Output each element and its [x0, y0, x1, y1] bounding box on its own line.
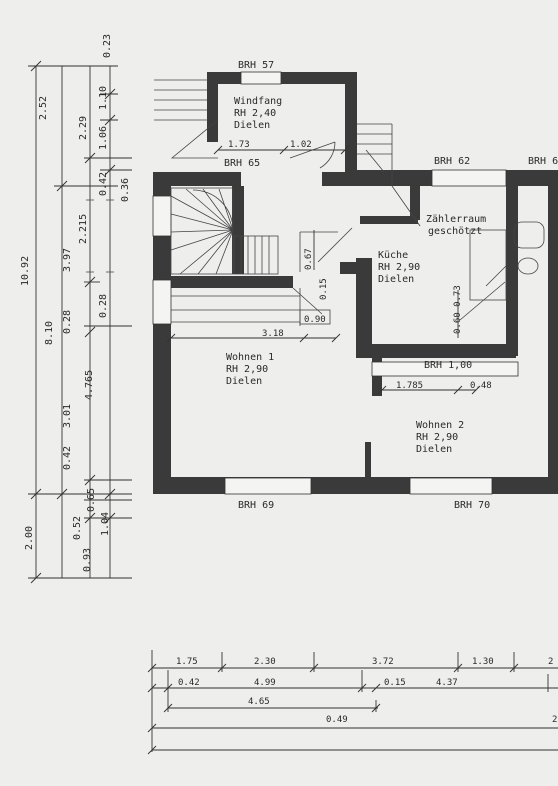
dim-a252: 2.52 [38, 96, 49, 120]
walls [153, 72, 558, 494]
dim-b028: 0.28 [62, 310, 73, 334]
dim-048: 0.48 [470, 381, 492, 391]
bdim-130: 1.30 [472, 657, 494, 667]
bdim-499: 4.99 [254, 678, 276, 688]
wohnen1-floor: Dielen [226, 376, 262, 387]
brh-65: BRH 65 [224, 158, 260, 169]
dim-1785: 1.785 [396, 381, 423, 391]
bdim-042: 0.42 [178, 678, 200, 688]
wohnen1-name: Wohnen 1 [226, 352, 274, 363]
wohnen2-floor: Dielen [416, 444, 452, 455]
wohnen2-name: Wohnen 2 [416, 420, 464, 431]
bdim-2a: 2 [548, 657, 553, 667]
zaehlerraum-name-2: geschötzt [428, 226, 482, 237]
bdim-230: 2.30 [254, 657, 276, 667]
left-dimension-chains: 10.92 2.52 8.10 2.00 3.97 0.28 3.01 0.42… [20, 34, 132, 584]
interior-dimension-lines [166, 145, 481, 395]
kueche-height: RH 2,90 [378, 262, 420, 273]
dim-c065: 0.65 [86, 488, 97, 512]
brh-57: BRH 57 [238, 60, 274, 71]
bdim-049: 0.49 [326, 715, 348, 725]
dim-067: 0.67 [304, 248, 314, 270]
dim-318: 3.18 [262, 329, 284, 339]
bdim-437: 4.37 [436, 678, 458, 688]
parapet-labels: BRH 57 BRH 65 BRH 62 BRH 6 BRH 1,00 BRH … [224, 60, 558, 511]
dim-d106: 1.06 [98, 126, 109, 150]
dim-c4765: 4.765 [84, 370, 95, 400]
dim-total: 10.92 [20, 256, 31, 286]
windfang-name: Windfang [234, 96, 282, 107]
kueche-name: Küche [378, 250, 408, 261]
dim-173: 1.73 [228, 140, 250, 150]
dim-e023: 0.23 [102, 34, 113, 58]
room-labels: Windfang RH 2,40 Dielen Zählerraum gesch… [226, 96, 486, 455]
brh-70: BRH 70 [454, 500, 490, 511]
dim-c2215: 2.215 [78, 214, 89, 244]
dim-b301: 3.01 [62, 404, 73, 428]
dim-a200: 2.00 [24, 526, 35, 550]
bdim-372: 3.72 [372, 657, 394, 667]
dim-d042: 0.42 [98, 172, 109, 196]
windows [152, 71, 519, 495]
dim-a810: 8.10 [44, 321, 55, 345]
dim-c229: 2.29 [78, 116, 89, 140]
dim-06073: 0.60 0.73 [453, 285, 463, 334]
dim-d110: 1.10 [98, 86, 109, 110]
dim-e036: 0.36 [120, 178, 131, 202]
zaehlerraum-name: Zählerraum [426, 214, 486, 225]
brh-69: BRH 69 [238, 500, 274, 511]
bdim-465: 4.65 [248, 697, 270, 707]
dim-015: 0.15 [319, 278, 329, 300]
bdim-015: 0.15 [384, 678, 406, 688]
brh-62-cut: BRH 6 [528, 156, 558, 167]
kueche-floor: Dielen [378, 274, 414, 285]
dim-b397: 3.97 [62, 248, 73, 272]
dim-d028: 0.28 [98, 294, 109, 318]
windfang-floor: Dielen [234, 120, 270, 131]
dim-d104: 1.04 [100, 512, 111, 536]
bdim-2b: 2 [552, 715, 557, 725]
interior-dimension-text: 1.73 1.02 0.67 0.15 3.18 0.90 0.60 0.73 … [228, 140, 492, 391]
dim-b093: 0.93 [82, 548, 93, 572]
brh-100: BRH 1,00 [424, 360, 472, 371]
straight-stair [233, 235, 279, 275]
bottom-dimension-chains: 1.75 2.30 3.72 1.30 2 0.42 4.99 0.15 4.3… [147, 650, 558, 755]
dim-090: 0.90 [304, 315, 326, 325]
brh-62: BRH 62 [434, 156, 470, 167]
wohnen1-height: RH 2,90 [226, 364, 268, 375]
wohnen2-height: RH 2,90 [416, 432, 458, 443]
dim-b042: 0.42 [62, 446, 73, 470]
bdim-175: 1.75 [176, 657, 198, 667]
dim-b052: 0.52 [72, 516, 83, 540]
dim-102: 1.02 [290, 140, 312, 150]
spiral-stair [170, 187, 234, 275]
stairs [154, 79, 545, 326]
windfang-height: RH 2,40 [234, 108, 276, 119]
